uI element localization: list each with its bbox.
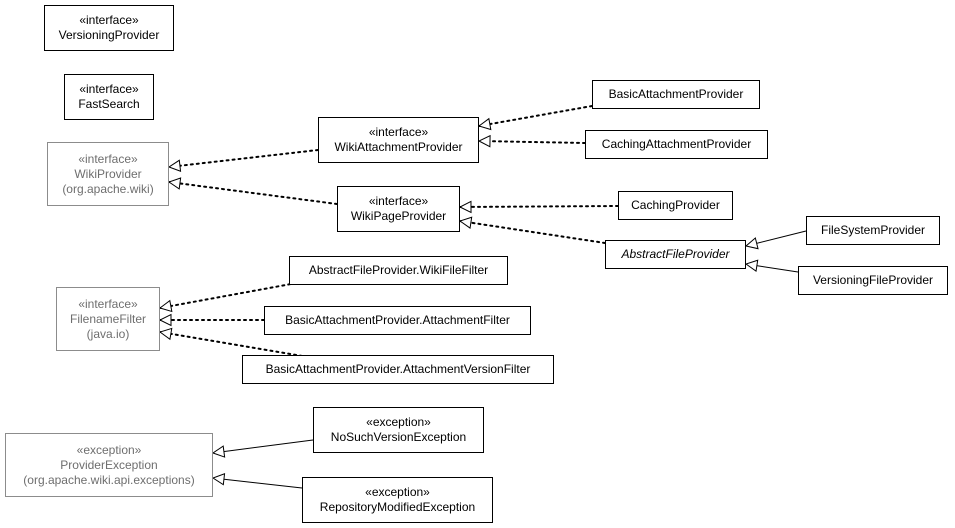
hollow-arrowhead-icon [211, 445, 226, 458]
class-attachment-version-filter[interactable]: BasicAttachmentProvider.AttachmentVersio… [242, 355, 554, 384]
hollow-arrowhead-icon [744, 259, 759, 272]
package-label: (java.io) [86, 326, 130, 341]
class-caching-provider[interactable]: CachingProvider [618, 191, 733, 220]
class-name: BasicAttachmentProvider [608, 87, 744, 101]
class-name: WikiAttachmentProvider [334, 140, 463, 154]
stereotype-label: «interface» [368, 125, 429, 139]
realization-edge [159, 281, 303, 309]
relation-edges [158, 105, 807, 489]
stereotype-label: «interface» [78, 296, 138, 311]
class-repository-modified-exception[interactable]: «exception» RepositoryModifiedException [302, 477, 493, 523]
hollow-arrowhead-icon [167, 159, 182, 172]
class-name: AbstractFileProvider [621, 247, 730, 261]
hollow-arrowhead-icon [477, 134, 491, 148]
class-name: FileSystemProvider [820, 223, 926, 237]
realization-edge [459, 220, 606, 244]
hollow-arrowhead-icon [158, 313, 172, 327]
class-wiki-page-provider[interactable]: «interface» WikiPageProvider [337, 186, 460, 232]
stereotype-label: «exception» [365, 485, 430, 499]
stereotype-label: «interface» [78, 151, 138, 166]
class-versioning-file-provider[interactable]: VersioningFileProvider [798, 266, 948, 295]
hollow-arrowhead-icon [158, 299, 173, 313]
stereotype-label: «exception» [76, 442, 142, 457]
class-basic-attachment-provider[interactable]: BasicAttachmentProvider [592, 80, 760, 109]
realization-edge [478, 140, 586, 144]
generalization-edge [212, 477, 303, 489]
stereotype-label: «interface» [79, 82, 139, 96]
class-wiki-provider[interactable]: «interface» WikiProvider (org.apache.wik… [47, 142, 169, 206]
class-name: VersioningFileProvider [812, 273, 934, 287]
hollow-arrowhead-icon [158, 327, 173, 341]
class-name: FilenameFilter [69, 311, 147, 326]
class-name: NoSuchVersionException [330, 430, 467, 444]
stereotype-label: «interface» [368, 194, 429, 208]
package-label: (org.apache.wiki.api.exceptions) [23, 472, 195, 487]
class-name: ProviderException [60, 457, 158, 472]
hollow-arrowhead-icon [458, 200, 472, 214]
hollow-arrowhead-icon [477, 117, 492, 131]
class-fast-search[interactable]: «interface» FastSearch [64, 74, 154, 120]
stereotype-label: «interface» [79, 13, 139, 27]
realization-edge [168, 149, 319, 168]
class-name: VersioningProvider [58, 28, 160, 42]
realization-edge [459, 205, 619, 208]
class-versioning-provider[interactable]: «interface» VersioningProvider [44, 5, 174, 51]
class-no-such-version-exception[interactable]: «exception» NoSuchVersionException [313, 407, 484, 453]
hollow-arrowhead-icon [744, 237, 759, 250]
realization-edge [478, 105, 593, 127]
stereotype-label: «exception» [366, 415, 431, 429]
hollow-arrowhead-icon [458, 216, 473, 229]
class-name: WikiPageProvider [350, 209, 447, 223]
class-name: WikiProvider [74, 166, 142, 181]
generalization-edge [212, 439, 314, 454]
class-name: BasicAttachmentProvider.AttachmentVersio… [265, 362, 531, 376]
class-name: BasicAttachmentProvider.AttachmentFilter [285, 313, 510, 327]
class-attachment-filter[interactable]: BasicAttachmentProvider.AttachmentFilter [264, 306, 531, 335]
class-caching-attachment-provider[interactable]: CachingAttachmentProvider [585, 130, 768, 159]
realization-edge [159, 331, 303, 357]
realization-edge [168, 181, 338, 205]
class-name: FastSearch [78, 97, 140, 111]
class-abstract-file-provider[interactable]: AbstractFileProvider [605, 240, 746, 269]
hollow-arrowhead-icon [167, 177, 182, 190]
hollow-arrowhead-icon [211, 473, 226, 486]
class-name: AbstractFileProvider.WikiFileFilter [308, 263, 489, 277]
package-label: (org.apache.wiki) [62, 181, 154, 196]
class-name: CachingAttachmentProvider [601, 137, 752, 151]
class-file-system-provider[interactable]: FileSystemProvider [806, 216, 940, 245]
class-wiki-file-filter[interactable]: AbstractFileProvider.WikiFileFilter [289, 256, 508, 285]
class-filename-filter[interactable]: «interface» FilenameFilter (java.io) [56, 287, 160, 351]
class-wiki-attachment-provider[interactable]: «interface» WikiAttachmentProvider [318, 117, 479, 163]
class-name: CachingProvider [631, 198, 720, 212]
class-provider-exception[interactable]: «exception» ProviderException (org.apach… [5, 433, 213, 497]
class-name: RepositoryModifiedException [319, 500, 476, 514]
